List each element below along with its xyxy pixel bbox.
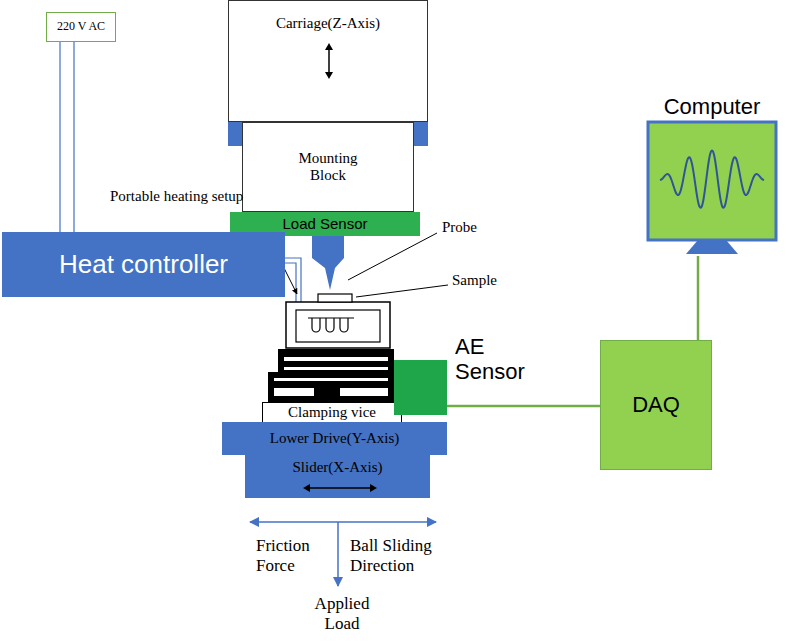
direction-arrow <box>250 521 436 523</box>
clamping-vice-box: Clamping vice <box>262 402 402 423</box>
heater-frame <box>286 302 390 348</box>
vice-jaw <box>340 388 388 396</box>
vice-body <box>268 349 394 402</box>
clamping-vice-box-label: Clamping vice <box>288 404 376 421</box>
load-arrow <box>337 522 339 586</box>
vice-stripe <box>284 357 388 361</box>
load-sensor-label: Load Sensor <box>282 215 367 232</box>
connector-wire <box>697 256 700 340</box>
carriage-box: Carriage(Z-Axis) <box>228 0 428 122</box>
heat-controller: Heat controller <box>2 232 285 297</box>
heater-wire <box>285 258 301 302</box>
mount-tab <box>228 122 242 146</box>
ae-sensor-label: AE Sensor <box>455 334 531 385</box>
heat-controller-label: Heat controller <box>59 250 228 280</box>
computer-monitor: Computer <box>646 94 778 256</box>
connector-wire <box>60 42 74 232</box>
connector-wire <box>447 405 600 408</box>
heater-inner <box>296 310 380 342</box>
leader-line <box>348 233 437 280</box>
load-label: Applied Load <box>310 594 374 633</box>
vice-jaw <box>274 388 314 396</box>
mount-tab <box>414 122 428 146</box>
vice-stripe <box>274 378 388 381</box>
callout-label: Portable heating setup <box>110 188 243 205</box>
lower-drive-label: Lower Drive(Y-Axis) <box>270 430 400 447</box>
vice-stripe <box>284 367 388 370</box>
heater-wire <box>285 263 296 302</box>
heater-coil <box>308 318 354 332</box>
force-label: Friction Force <box>256 536 334 575</box>
sample-piece <box>318 294 352 302</box>
daq-box-label: DAQ <box>632 392 680 417</box>
callout-label: Sample <box>452 272 497 289</box>
ae-sensor: AE Sensor <box>394 360 447 415</box>
mounting-block: Mounting Block <box>242 122 414 212</box>
power-supply-box: 220 V AC <box>46 12 116 42</box>
mounting-block-label: Mounting Block <box>288 150 368 185</box>
callout-label: Probe <box>442 219 477 236</box>
computer-monitor-label: Computer <box>664 94 761 119</box>
lower-drive: Lower Drive(Y-Axis) <box>222 422 447 455</box>
slider-label: Slider(X-Axis) <box>293 459 383 476</box>
carriage-box-label: Carriage(Z-Axis) <box>276 15 380 32</box>
probe-shape <box>312 236 344 290</box>
direction-label: Ball Sliding Direction <box>350 536 452 575</box>
power-supply-box-label: 220 V AC <box>57 20 105 34</box>
daq-box: DAQ <box>600 340 712 470</box>
leader-line <box>356 285 448 297</box>
slider: Slider(X-Axis) <box>245 455 430 498</box>
